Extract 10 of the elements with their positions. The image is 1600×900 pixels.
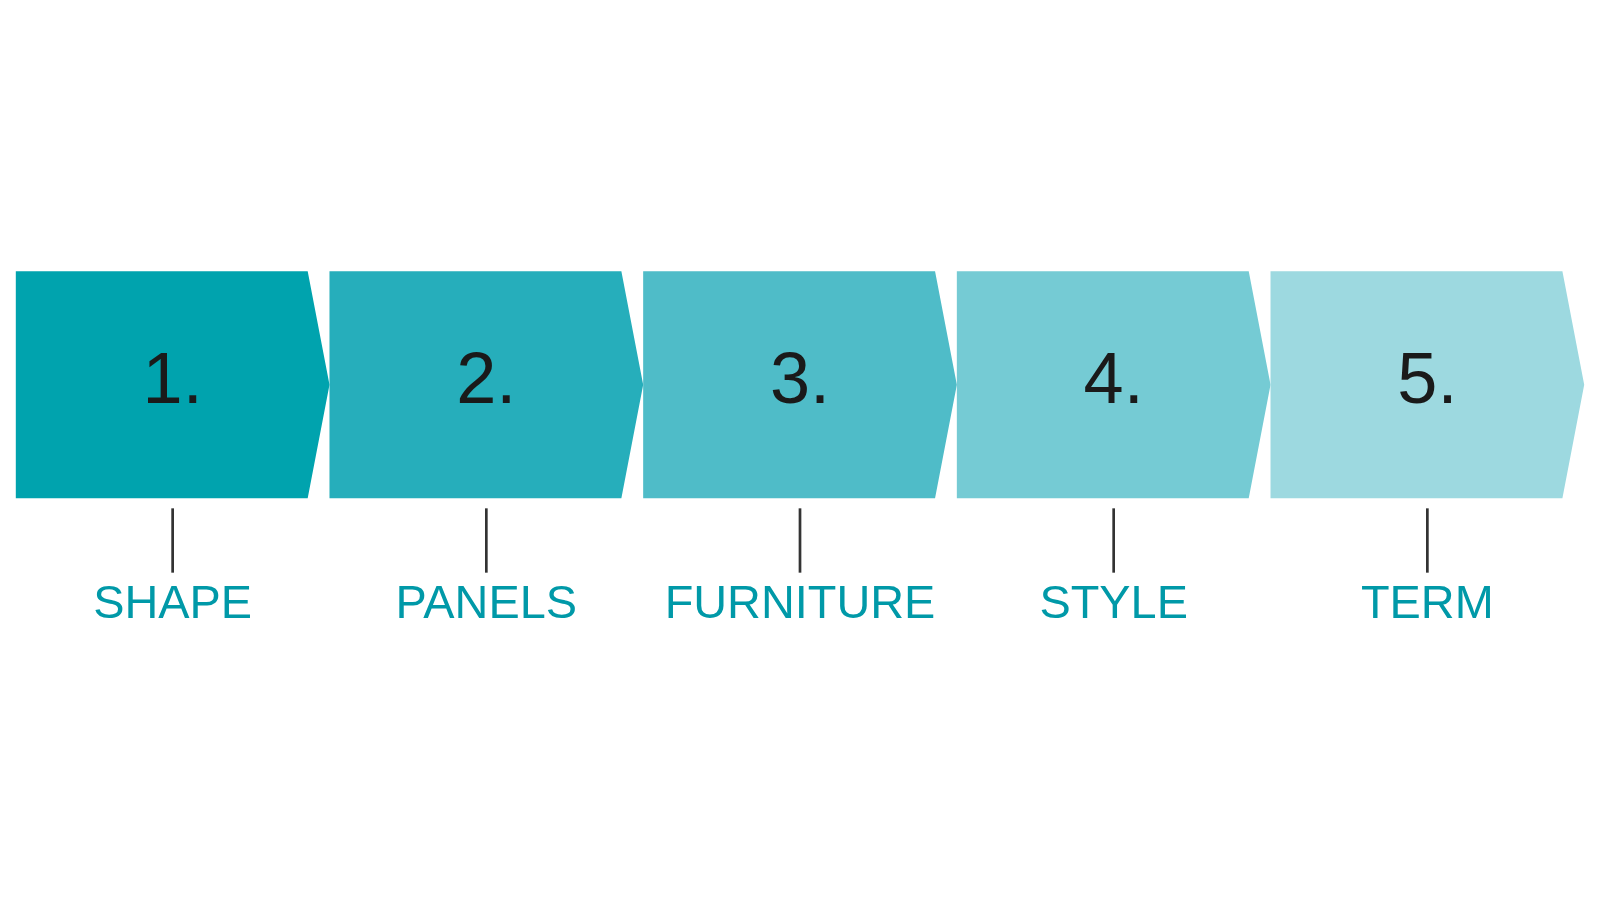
node-text: STYLE [1039,575,1188,628]
connector [1426,507,1429,573]
connector [484,507,488,573]
node-text: TERM [1360,575,1494,628]
connector [171,507,174,573]
node-text: PANELS [395,575,578,628]
node-text: FURNITURE [664,575,936,628]
connector [798,507,802,573]
connector [1112,507,1116,573]
node-text: SHAPE [93,575,253,628]
